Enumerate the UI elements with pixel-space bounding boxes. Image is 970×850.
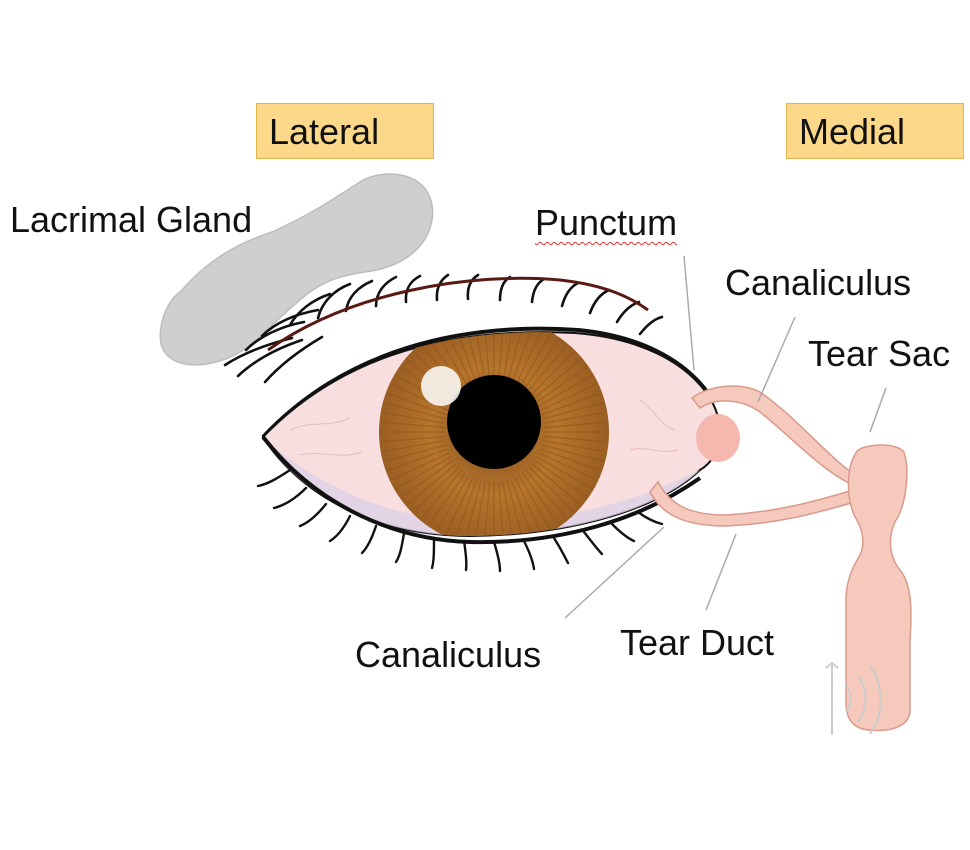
iris-fiber [401, 460, 454, 498]
iris-fiber [395, 456, 451, 490]
iris-fiber [543, 421, 607, 429]
iris-fiber [384, 402, 446, 420]
iris-fiber [382, 411, 445, 424]
eye-highlight [421, 366, 461, 406]
lower-eyelashes [256, 468, 664, 573]
iris-fiber [518, 333, 552, 389]
iris-fiber [381, 421, 445, 429]
speaker-sound-icon [825, 661, 882, 735]
iris-fiber [514, 477, 543, 535]
canaliculus-lower-label: Canaliculus [355, 634, 542, 675]
iris-fiber [534, 460, 587, 498]
iris-fiber [387, 448, 448, 472]
iris-fiber [483, 481, 491, 536]
iris-fiber [502, 481, 515, 536]
upper-lid-crease [267, 276, 649, 352]
iris-fiber [531, 463, 581, 506]
iris-fiber [436, 333, 470, 389]
iris-fiber [510, 478, 534, 536]
iris-fiber [542, 402, 604, 420]
iris-fiber [540, 448, 601, 472]
iris-fiber [525, 469, 568, 519]
iris-fiber [407, 463, 457, 506]
medial-tag: Medial [786, 103, 964, 159]
iris-fiber [381, 435, 445, 443]
iris-fiber [391, 383, 449, 412]
iris-fiber [539, 452, 597, 481]
iris-fiber [384, 444, 446, 462]
iris-fiber [534, 366, 587, 404]
lateral-tag: Lateral [256, 103, 434, 159]
iris-fiber [522, 339, 560, 392]
punctum-label: Punctum [535, 202, 678, 243]
iris-fiber [510, 332, 534, 386]
iris-fiber [387, 392, 448, 416]
sclera-shadow [263, 437, 720, 536]
iris-fiber [542, 444, 604, 462]
iris-fiber [497, 481, 505, 536]
iris-fiber [540, 392, 601, 416]
caruncle [696, 414, 740, 462]
iris-fiber [528, 466, 575, 513]
iris-fiber [528, 351, 575, 398]
iris-fiber [473, 332, 486, 383]
iris-fiber [537, 456, 593, 490]
iris-fiber [464, 480, 482, 536]
lacrimal-gland-label: Lacrimal Gland [10, 199, 253, 240]
leader-lines [564, 255, 887, 619]
lacrimal-gland-shape [159, 173, 434, 366]
iris-fiber [506, 480, 524, 536]
iris-fiber [413, 466, 460, 513]
iris-fiber [445, 477, 474, 535]
sclera-veins [289, 399, 679, 456]
iris-fiber [497, 332, 505, 383]
iris-fiber [436, 475, 470, 531]
iris-fiber [525, 345, 568, 395]
tear-sac-label: Tear Sac [808, 333, 951, 374]
iris-fiber [518, 475, 552, 531]
iris-fiber [428, 472, 466, 525]
upper-lid-edge [261, 326, 710, 439]
iris-fiber [382, 440, 445, 453]
iris-fiber [531, 358, 581, 401]
iris-fiber [454, 478, 478, 536]
iris-fiber [420, 469, 463, 519]
iris-fiber [473, 481, 486, 536]
iris-fiber [483, 332, 491, 383]
iris-fiber [543, 435, 607, 443]
pupil [447, 375, 541, 469]
iris-fiber [514, 332, 543, 387]
iris-fiber [537, 374, 593, 408]
canaliculus-upper-label: Canaliculus [725, 262, 912, 303]
iris-fiber [506, 332, 524, 384]
tear-duct-label: Tear Duct [620, 622, 775, 663]
iris-fiber [391, 452, 449, 481]
tear-sac [845, 444, 912, 732]
iris-fiber [539, 383, 597, 412]
iris-fiber [502, 332, 515, 383]
lateral-tag-text: Lateral [269, 111, 380, 152]
iris-fiber [543, 440, 606, 453]
medial-tag-text: Medial [799, 111, 906, 152]
iris-fiber [543, 411, 606, 424]
iris-fiber [522, 472, 560, 525]
